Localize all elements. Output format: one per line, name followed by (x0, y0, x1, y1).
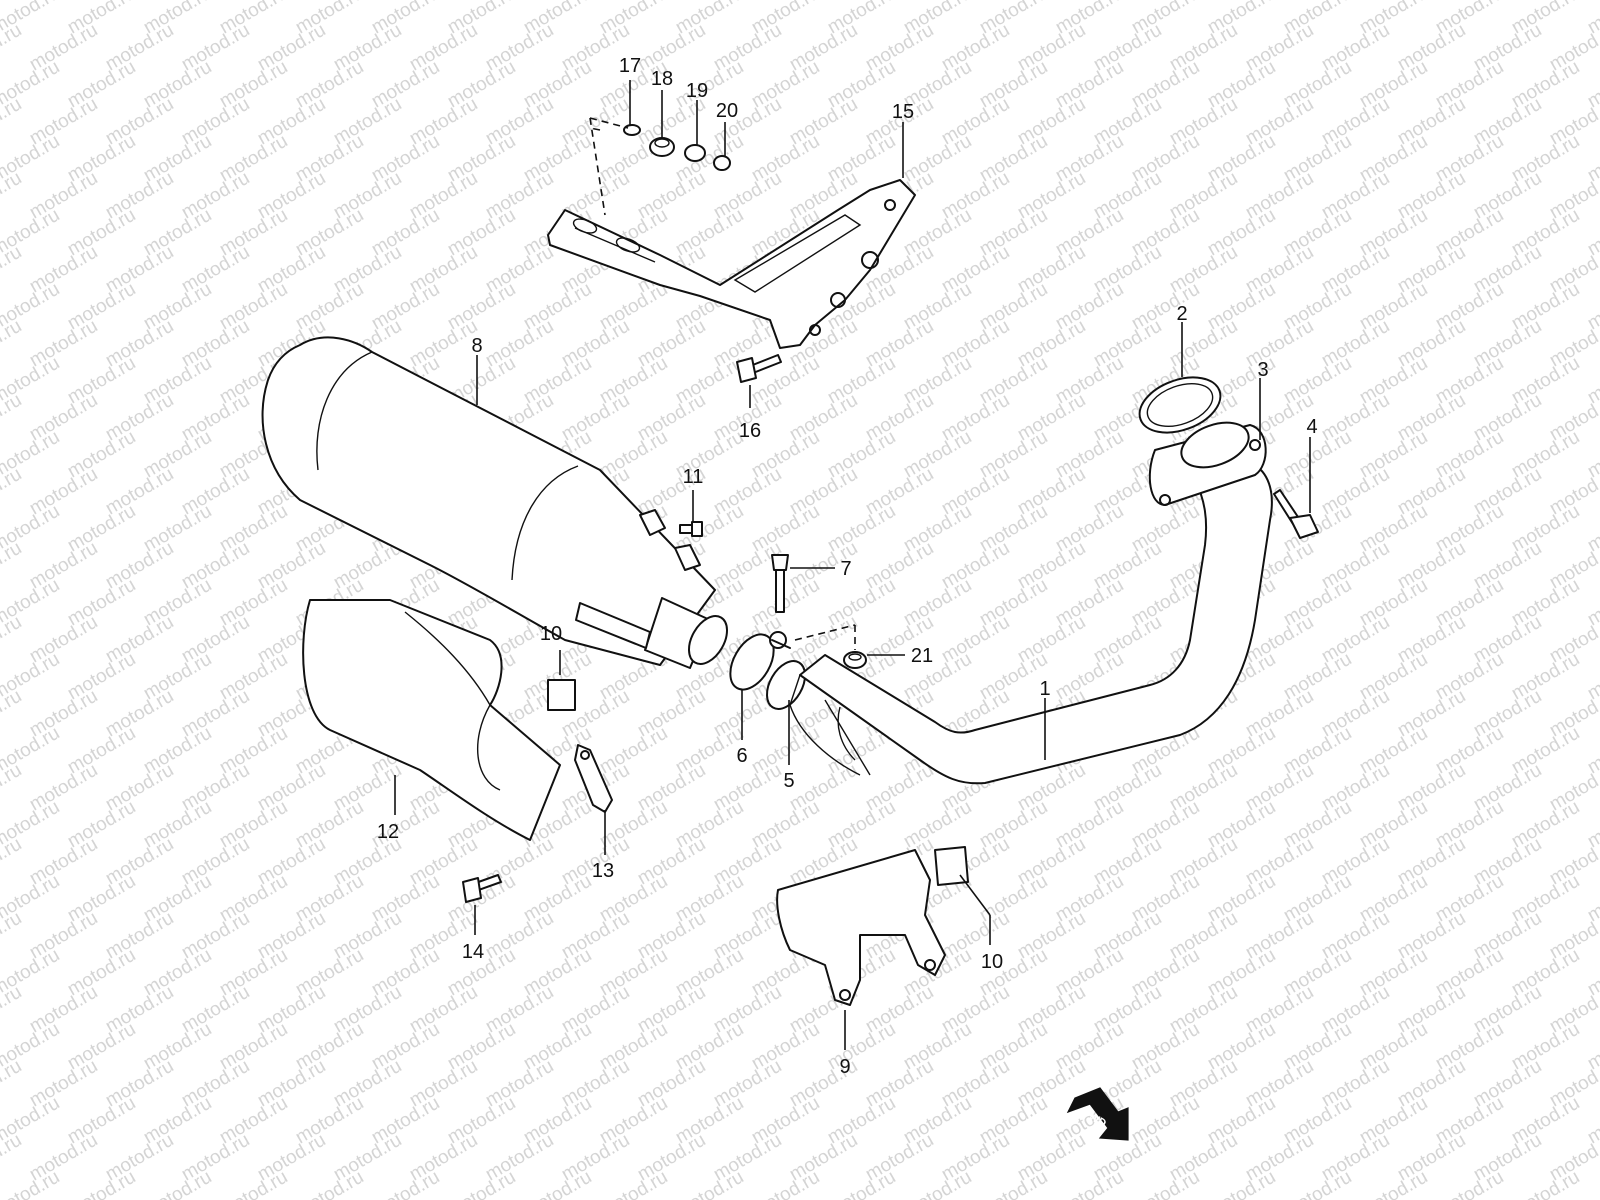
callout-17: 17 (619, 55, 641, 77)
watermark-text: motod.ru (0, 464, 25, 520)
watermark-text: motod.ru (0, 316, 25, 372)
watermark-text: motod.ru (0, 94, 25, 150)
callout-13: 13 (592, 860, 614, 882)
bolt-4 (1273, 489, 1319, 539)
callout-8: 8 (471, 335, 482, 357)
watermark-text: motod.ru (64, 1167, 139, 1200)
watermark-text: motod.ru (0, 760, 25, 816)
callout-14: 14 (462, 941, 484, 963)
callout-18: 18 (651, 68, 673, 90)
watermark-text: motod.ru (0, 538, 25, 594)
callout-2: 2 (1176, 303, 1187, 325)
watermark-text: motod.ru (0, 686, 25, 742)
watermark-text: motod.ru (216, 1167, 291, 1200)
watermark-text: motod.ru (0, 834, 25, 890)
callout-12: 12 (377, 821, 399, 843)
watermark-text: motod.ru (0, 390, 25, 446)
watermark-text: motod.ru (0, 1056, 25, 1112)
watermark-text: motod.ru (672, 1167, 747, 1200)
watermark-text: motod.ru (900, 1167, 975, 1200)
callout-11: 11 (683, 466, 704, 488)
callout-19: 19 (686, 80, 708, 102)
watermark-text: motod.ru (0, 908, 25, 964)
watermark-text: motod.ru (1280, 1167, 1355, 1200)
callout-7: 7 (840, 558, 851, 580)
watermark-text: motod.ru (0, 612, 25, 668)
watermark-text: motod.ru (1128, 1167, 1203, 1200)
callout-9: 9 (839, 1056, 850, 1078)
callout-10-top: 10 (540, 623, 562, 645)
watermark-text: motod.ru (1356, 1167, 1431, 1200)
watermark-text: motod.ru (292, 1167, 367, 1200)
label-plate-10a (547, 679, 576, 711)
callout-16: 16 (739, 420, 761, 442)
watermark-text: motod.ru (520, 1167, 595, 1200)
callout-20: 20 (716, 100, 738, 122)
watermark-text: motod.ru (1432, 1167, 1507, 1200)
watermark-text: motod.ru (0, 20, 25, 76)
callout-4: 4 (1306, 416, 1317, 438)
watermark-text: motod.ru (824, 1167, 899, 1200)
watermark-text: motod.ru (0, 982, 25, 1038)
watermark-text: motod.ru (1052, 1167, 1127, 1200)
watermark-text: motod.ru (1204, 1167, 1279, 1200)
nut-21 (843, 651, 867, 669)
watermark-text: motod.ru (444, 1167, 519, 1200)
watermark-text: motod.ru (976, 1167, 1051, 1200)
callout-21: 21 (911, 645, 933, 667)
callout-10-bottom: 10 (981, 951, 1003, 973)
callout-1: 1 (1039, 678, 1050, 700)
callout-6: 6 (736, 745, 747, 767)
watermark-text: motod.ru (1508, 1167, 1583, 1200)
watermark-text: motod.ru (748, 1167, 823, 1200)
watermark-text: motod.ru (368, 1167, 443, 1200)
watermark-text: motod.ru (596, 1167, 671, 1200)
watermark-text: motod.ru (0, 242, 25, 298)
watermark-text: motod.ru (0, 1130, 25, 1186)
watermark-text: motod.ru (1584, 1167, 1600, 1200)
bolt-11 (679, 521, 703, 537)
callout-15: 15 (892, 101, 914, 123)
watermark-text: motod.ru (140, 1167, 215, 1200)
watermark-text: motod.ru (0, 168, 25, 224)
callout-3: 3 (1257, 359, 1268, 381)
callout-5: 5 (783, 770, 794, 792)
